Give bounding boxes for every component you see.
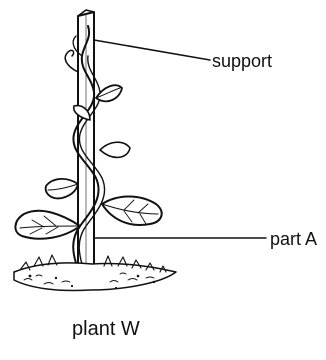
figure-caption: plant W [72,319,140,339]
support-label: support [212,52,272,70]
left-leaf [15,179,80,239]
right-leaf [100,142,162,225]
part-a-label: part A [270,230,317,248]
support-leader-line [94,40,210,60]
